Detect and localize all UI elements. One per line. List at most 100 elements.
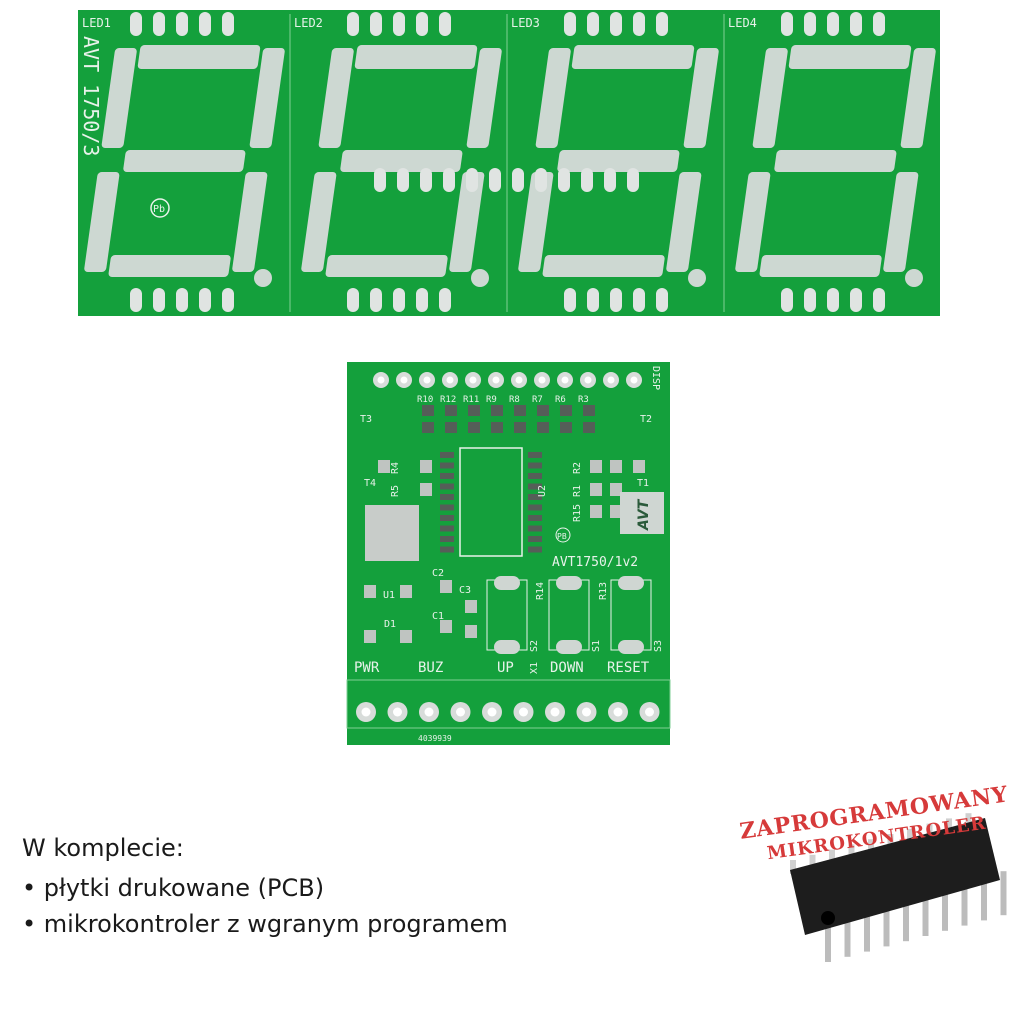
chip-leg	[887, 834, 894, 848]
pin-pad	[153, 288, 165, 312]
d1-label: D1	[384, 619, 396, 630]
board-code: AVT 1750/3	[79, 36, 103, 156]
r4-label: R4	[390, 462, 401, 474]
pin-pad	[130, 288, 142, 312]
smd-pad	[440, 580, 452, 593]
pin-pad	[873, 288, 885, 312]
pin-pad	[827, 12, 839, 36]
pin-pad	[489, 168, 501, 192]
resistor-label: R3	[578, 395, 589, 405]
smd-pad	[610, 483, 622, 496]
pb-mark: Pb	[153, 204, 165, 215]
chip-leg	[903, 897, 909, 942]
segment	[123, 150, 246, 172]
btn-reset-label: RESET	[607, 660, 650, 676]
segment	[557, 150, 680, 172]
pin-pad	[587, 288, 599, 312]
segment	[354, 45, 478, 69]
resistor-label: R8	[509, 395, 520, 405]
chip-leg	[864, 907, 870, 952]
microcontroller-chip	[790, 813, 1007, 962]
pin-pad	[633, 12, 645, 36]
segment	[466, 48, 502, 148]
pin-pad	[439, 288, 451, 312]
chip-leg	[1000, 871, 1007, 916]
segment	[900, 48, 936, 148]
t3-label: T3	[360, 414, 372, 425]
pin-pad	[393, 12, 405, 36]
chip-leg	[848, 844, 855, 859]
pin-pad	[564, 288, 576, 312]
decimal-point	[688, 269, 706, 287]
pin-pad	[804, 12, 816, 36]
chip-leg	[981, 876, 987, 921]
smd-pad	[378, 460, 390, 473]
pin-pad	[850, 288, 862, 312]
pin-pad	[370, 288, 382, 312]
smd-pad	[420, 483, 432, 496]
pin-pad	[581, 168, 593, 192]
segment	[318, 48, 354, 148]
pin-pad	[633, 288, 645, 312]
r15-label: R15	[572, 504, 583, 522]
pin-pad	[564, 12, 576, 36]
pin-pad	[604, 168, 616, 192]
disp-label: DISP	[650, 366, 661, 390]
pin-pad	[130, 12, 142, 36]
t1-label: T1	[637, 478, 649, 489]
pin-pad	[420, 168, 432, 192]
control-pcb: AVT DISP AVT1750/1v2 PB UP DOWN RESET PW…	[346, 362, 671, 745]
u2-outline	[459, 447, 523, 557]
smd-pad	[610, 460, 622, 473]
resistor-label: R10	[417, 395, 433, 405]
smd-pad	[400, 585, 412, 598]
avt-logo: AVT	[636, 498, 652, 531]
smd-pad	[420, 460, 432, 473]
r1-label: R1	[572, 485, 583, 497]
pin-pad	[558, 168, 570, 192]
pin-pad	[416, 12, 428, 36]
pin-pad	[627, 168, 639, 192]
decimal-point	[254, 269, 272, 287]
pin-pad	[370, 12, 382, 36]
s3-label: S3	[653, 640, 664, 652]
chip-leg	[942, 886, 948, 931]
pin-pad	[804, 288, 816, 312]
display-pcb: LED1 LED2 LED3 LED4 AVT 1750/3 Pb	[78, 10, 940, 316]
segment	[108, 255, 231, 277]
r2-label: R2	[572, 462, 583, 474]
smd-pad	[364, 585, 376, 598]
kit-title: W komplecie:	[22, 834, 184, 862]
segment	[535, 48, 571, 148]
led2-label: LED2	[294, 16, 323, 30]
decimal-point	[471, 269, 489, 287]
pb-mark: PB	[557, 532, 567, 541]
chip-leg	[825, 918, 831, 962]
pin-pad	[199, 288, 211, 312]
resistor-label: R12	[440, 395, 456, 405]
chip-leg	[790, 860, 796, 874]
smd-pad	[364, 630, 376, 643]
smd-pad	[465, 600, 477, 613]
smd-pad	[400, 630, 412, 643]
pin-pad	[374, 168, 386, 192]
pin-pad	[656, 12, 668, 36]
c3-label: C3	[459, 585, 471, 596]
chip-leg	[965, 813, 972, 828]
segment	[759, 255, 882, 277]
pin-pad	[176, 12, 188, 36]
avt-logo-pad	[620, 492, 664, 534]
chip-leg	[883, 902, 890, 947]
pin-pad	[535, 168, 547, 192]
segment	[249, 48, 285, 148]
pb-free-icon	[150, 198, 170, 218]
segment	[101, 48, 137, 148]
led4-label: LED4	[728, 16, 757, 30]
smd-pad	[440, 620, 452, 633]
led3-label: LED3	[511, 16, 540, 30]
c2-label: C2	[432, 568, 444, 579]
pin-pad	[850, 12, 862, 36]
x1-label: X1	[529, 662, 540, 674]
t4-label: T4	[364, 478, 376, 489]
